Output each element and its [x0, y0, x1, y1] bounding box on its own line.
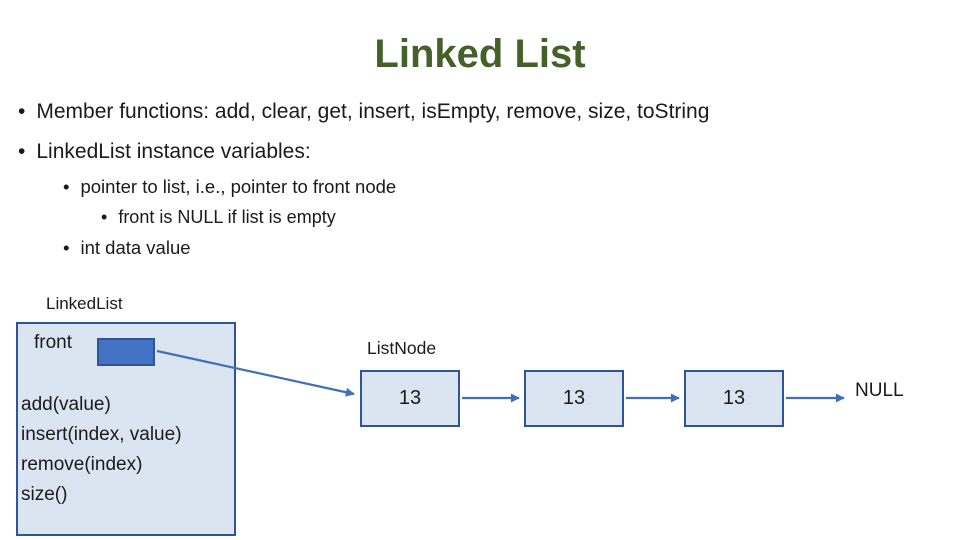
method-line: insert(index, value) [21, 424, 182, 445]
method-line: add(value) [21, 394, 111, 415]
bullet-icon: • [101, 207, 108, 227]
node-box: 13 [684, 370, 784, 427]
slide-title: Linked List [374, 32, 586, 76]
bullet-item: • Member functions: add, clear, get, ins… [18, 100, 709, 124]
bullet-text: LinkedList instance variables: [36, 140, 311, 163]
bullet-item: • int data value [63, 237, 191, 259]
bullet-item: • LinkedList instance variables: [18, 140, 311, 164]
methods-list: add(value) insert(index, value) remove(i… [21, 390, 182, 510]
node-value: 13 [398, 387, 422, 409]
bullet-text: Member functions: add, clear, get, inser… [36, 100, 710, 123]
null-label: NULL [855, 380, 904, 401]
bullet-icon: • [18, 100, 26, 123]
front-pointer-swatch [97, 338, 155, 366]
bullet-icon: • [63, 237, 70, 258]
listnode-label: ListNode [367, 338, 437, 358]
bullet-text: front is NULL if list is empty [118, 207, 336, 227]
method-line: remove(index) [21, 454, 143, 475]
bullet-icon: • [63, 176, 70, 197]
node-value: 13 [722, 387, 746, 409]
linkedlist-label: LinkedList [46, 294, 123, 313]
node-box: 13 [360, 370, 460, 427]
node-box: 13 [524, 370, 624, 427]
bullet-text: pointer to list, i.e., pointer to front … [80, 176, 397, 197]
method-line: size() [21, 484, 68, 505]
bullet-text: int data value [80, 237, 191, 258]
bullet-item: • front is NULL if list is empty [101, 207, 336, 228]
front-label: front [34, 332, 73, 353]
node-value: 13 [562, 387, 586, 409]
bullet-icon: • [18, 140, 26, 163]
bullet-item: • pointer to list, i.e., pointer to fron… [63, 176, 396, 198]
